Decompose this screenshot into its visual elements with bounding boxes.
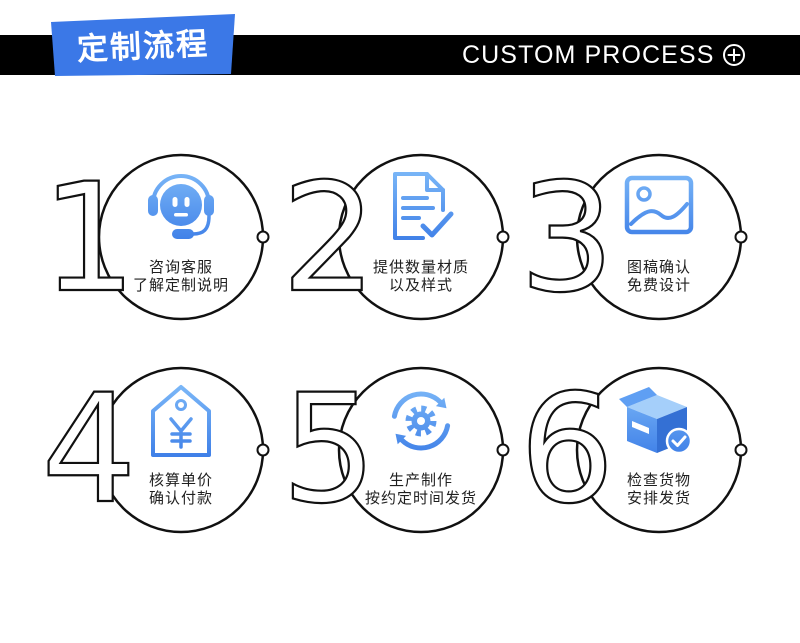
header-title-group: CUSTOM PROCESS (462, 35, 746, 75)
step-knob (734, 443, 748, 457)
step-subtitle: 按约定时间发货 (365, 489, 477, 507)
header-tag: 定制流程 (51, 14, 235, 76)
step-6: 6 检查货物 安排发货 (518, 362, 748, 538)
step-number: 6 (519, 363, 614, 537)
step-knob (496, 443, 510, 457)
step-4: 4 核算单价 确认付款 (40, 362, 270, 538)
step-5: 5 生产制作 按约定时间发货 (280, 362, 510, 538)
header-title: CUSTOM PROCESS (462, 41, 715, 69)
step-subtitle: 了解定制说明 (133, 276, 229, 294)
customer-service-icon (148, 174, 214, 239)
box-check-icon (619, 387, 693, 455)
document-check-icon (393, 172, 454, 240)
circled-plus-icon (723, 44, 746, 66)
price-tag-yen-icon (151, 385, 211, 457)
step-subtitle: 免费设计 (627, 276, 691, 294)
step-number: 4 (41, 363, 136, 537)
header-tag-shape (51, 14, 235, 76)
step-title: 生产制作 (389, 471, 453, 489)
step-2: 2 提供数量材质 以及样式 (280, 151, 510, 327)
step-title: 图稿确认 (627, 258, 691, 276)
step-number: 2 (281, 152, 376, 326)
step-title: 咨询客服 (149, 258, 213, 276)
step-number: 5 (281, 363, 376, 537)
step-knob (256, 230, 270, 244)
step-number: 1 (41, 152, 136, 326)
step-knob (734, 230, 748, 244)
gear-refresh-icon (391, 391, 451, 451)
step-knob (496, 230, 510, 244)
step-1: 1 咨询客服 了解定制说明 (40, 151, 270, 327)
header-tag-label: 定制流程 (76, 26, 209, 68)
step-number: 3 (519, 152, 614, 326)
step-subtitle: 确认付款 (149, 489, 213, 507)
step-subtitle: 以及样式 (389, 276, 453, 294)
image-icon (624, 175, 694, 235)
step-subtitle: 安排发货 (627, 489, 691, 507)
step-title: 检查货物 (627, 471, 691, 489)
step-title: 核算单价 (149, 471, 213, 489)
step-title: 提供数量材质 (373, 258, 469, 276)
step-knob (256, 443, 270, 457)
step-3: 3 图稿确认 免费设计 (518, 151, 748, 327)
